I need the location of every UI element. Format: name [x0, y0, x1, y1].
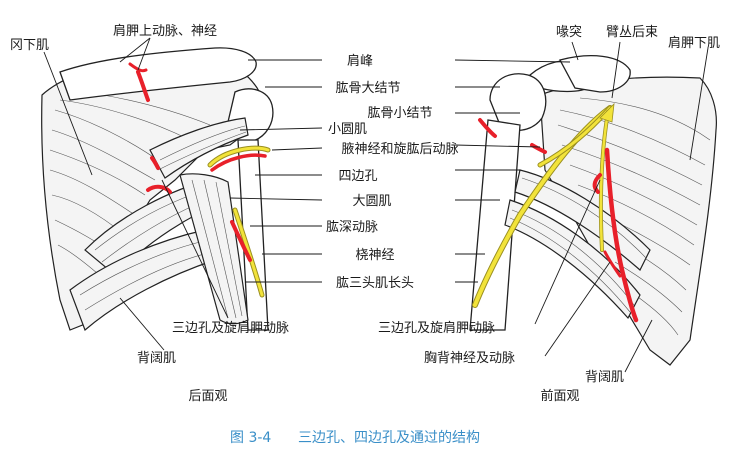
labels: 冈下肌 肩胛上动脉、神经 肩峰 肱骨大结节 肱骨小结节 小圆肌 腋神经和旋肱后动…: [10, 23, 720, 385]
label-triangular-circumflex: 三边孔及旋肩胛动脉: [172, 320, 289, 336]
acromion-posterior: [59, 47, 257, 101]
label-infraspinatus: 冈下肌: [10, 38, 49, 53]
figure-caption: 图 3-4 三边孔、四边孔及通过的结构: [230, 430, 480, 446]
view-title-posterior: 后面观: [188, 389, 227, 404]
label-thoracodorsal: 胸背神经及动脉: [424, 351, 515, 366]
caption-title: 三边孔、四边孔及通过的结构: [298, 430, 480, 446]
label-teres-major: 大圆肌: [352, 194, 391, 209]
label-subscapularis: 肩胛下肌: [668, 35, 720, 51]
label-axillary: 腋神经和旋肱后动脉: [341, 142, 458, 157]
caption-number: 图 3-4: [230, 430, 271, 446]
label-triangular-circumflex-right: 三边孔及旋肩胛动脉: [378, 320, 495, 336]
teres-minor: [149, 117, 249, 179]
label-triceps-long: 肱三头肌长头: [336, 276, 414, 291]
anterior-view-drawing: [469, 55, 717, 366]
label-deep-brachial: 肱深动脉: [326, 220, 378, 235]
triceps-long-head: [179, 173, 249, 325]
label-coracoid: 喙突: [556, 24, 582, 40]
view-title-anterior: 前面观: [540, 388, 579, 404]
label-greater-tubercle: 肱骨大结节: [335, 81, 400, 96]
posterior-view-drawing: [41, 47, 274, 332]
label-latissimus-left: 背阔肌: [137, 351, 176, 366]
label-quadrangular: 四边孔: [338, 169, 377, 184]
label-suprascapular: 肩胛上动脉、神经: [113, 23, 217, 39]
label-latissimus-right: 背阔肌: [585, 370, 624, 385]
label-posterior-cord: 臂丛后束: [606, 25, 658, 40]
label-radial-nerve: 桡神经: [355, 248, 394, 263]
label-acromion: 肩峰: [347, 53, 373, 69]
leader-lines: [43, 37, 709, 373]
latissimus-anterior: [504, 199, 641, 320]
label-teres-minor: 小圆肌: [328, 122, 367, 137]
humerus-anterior: [469, 119, 521, 331]
acromion-anterior: [559, 55, 631, 93]
label-lesser-tubercle: 肱骨小结节: [367, 106, 432, 121]
